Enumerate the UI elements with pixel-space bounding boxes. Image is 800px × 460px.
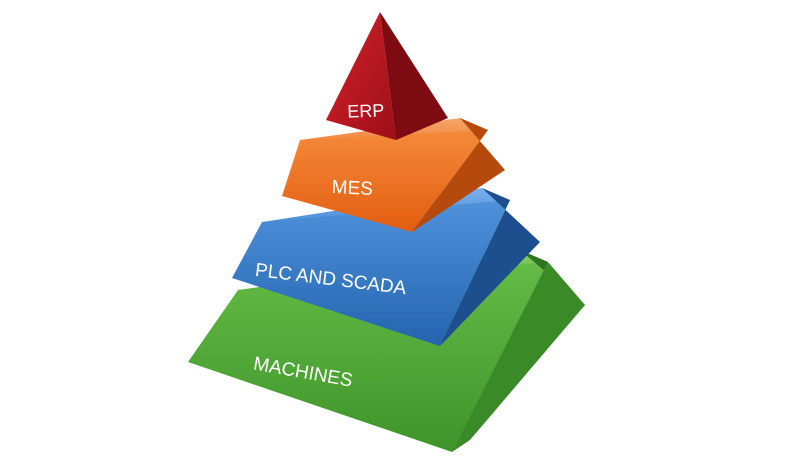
- tier-mes-front: [282, 130, 488, 232]
- tier-machines-side-highlight: [452, 262, 585, 452]
- tier-mes-side: [412, 118, 505, 232]
- tier-erp: [326, 12, 448, 140]
- tier-mes-label: MES: [331, 177, 373, 200]
- tier-plc-front: [232, 200, 510, 346]
- tier-erp-front: [326, 12, 396, 140]
- tier-erp-label: ERP: [347, 100, 385, 121]
- tier-plc-side: [440, 188, 540, 346]
- tier-erp-side: [380, 12, 448, 140]
